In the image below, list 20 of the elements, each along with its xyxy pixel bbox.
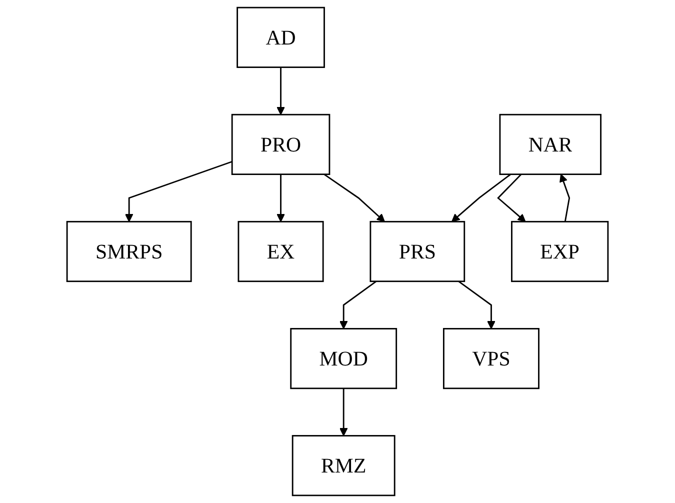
arrow (339, 388, 348, 436)
arrow (497, 174, 526, 222)
node-box: NAR (499, 114, 602, 176)
arrow (124, 160, 232, 222)
node-box: SMRPS (66, 220, 192, 282)
node-box: PRO (231, 114, 330, 176)
arrow (451, 174, 512, 222)
arrow (276, 174, 285, 222)
node-box: AD (236, 6, 325, 68)
node-box: EXP (511, 220, 609, 282)
node-box: VPS (442, 328, 540, 390)
arrow (276, 67, 285, 115)
node-box: PRS (370, 220, 466, 282)
node-box: EX (238, 220, 324, 282)
arrow (339, 280, 377, 330)
arrow (324, 174, 385, 222)
arrow (458, 280, 496, 330)
node-box: MOD (290, 328, 398, 390)
node-box: RMZ (292, 435, 396, 496)
arrow (560, 174, 570, 222)
